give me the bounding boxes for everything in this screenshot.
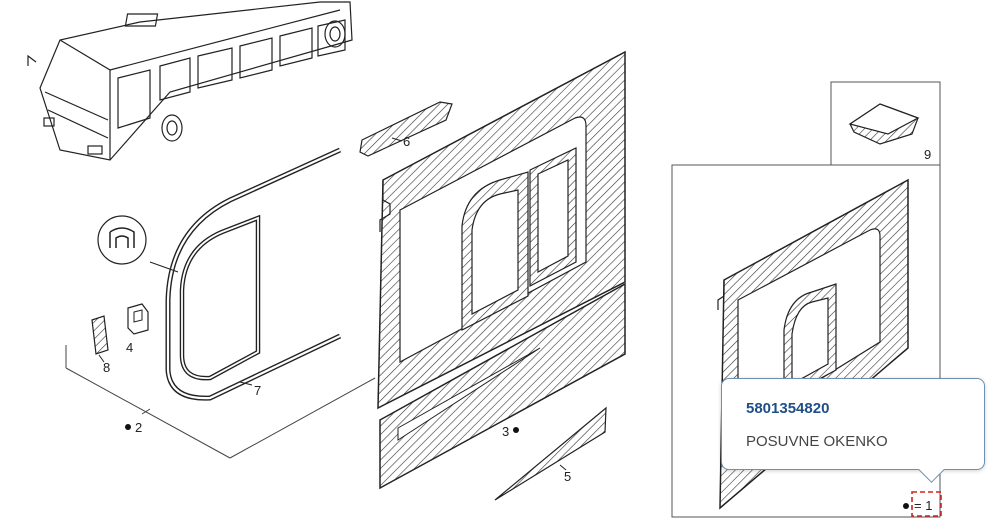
part-7-window-frame[interactable] <box>165 147 342 401</box>
highlight-box <box>911 491 942 517</box>
part-4-clip[interactable] <box>127 303 149 335</box>
callout-7[interactable]: 7 <box>254 383 261 398</box>
callout-3[interactable]: 3 <box>502 424 509 439</box>
part-9-pad[interactable] <box>848 103 920 145</box>
part-3-lower-panel[interactable] <box>379 282 626 490</box>
assembly-bracket <box>65 345 376 459</box>
callout-9[interactable]: 9 <box>924 147 931 162</box>
part-number[interactable]: 5801354820 <box>746 400 830 417</box>
callout-6[interactable]: 6 <box>403 134 410 149</box>
quantity-indicator[interactable]: = 1 <box>903 491 942 517</box>
callout-4[interactable]: 4 <box>126 340 133 355</box>
part-9-inset <box>671 81 941 518</box>
callout-3-dot <box>513 427 519 433</box>
part-8-clip[interactable] <box>91 315 109 363</box>
part-5-trim-strip[interactable] <box>494 406 607 501</box>
part-main-window-pane[interactable] <box>377 50 626 410</box>
part-tooltip: 5801354820 POSUVNE OKENKO <box>721 378 985 483</box>
part-6-trim[interactable] <box>359 101 453 157</box>
bus-illustration <box>27 1 353 161</box>
callout-5[interactable]: 5 <box>564 469 571 484</box>
seal-profile-detail <box>97 215 147 265</box>
quantity-text: = 1 <box>914 498 932 513</box>
callout-2[interactable]: 2 <box>135 420 142 435</box>
callout-2-dot <box>125 424 131 430</box>
callout-8[interactable]: 8 <box>103 360 110 375</box>
part-description: POSUVNE OKENKO <box>746 433 888 450</box>
quantity-dot <box>903 503 909 509</box>
